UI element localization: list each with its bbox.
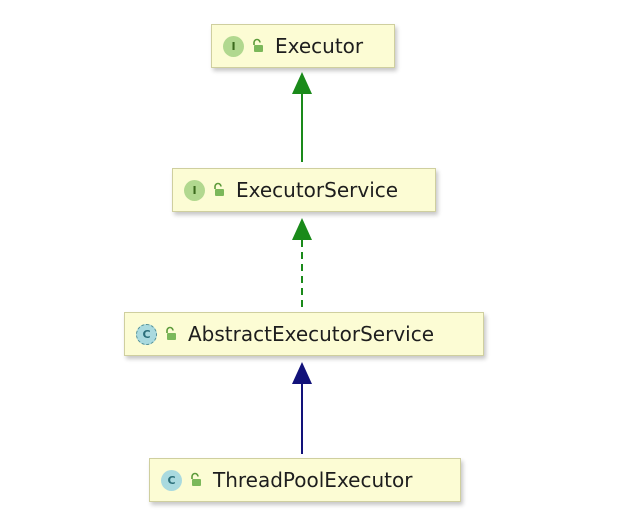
node-label: ThreadPoolExecutor <box>213 468 413 492</box>
node-abstract-executor-service[interactable]: C AbstractExecutorService <box>124 312 484 356</box>
unlocked-padlock-icon <box>214 182 224 196</box>
unlocked-padlock-icon <box>191 472 201 486</box>
node-executor-service[interactable]: I ExecutorService <box>172 168 436 212</box>
node-label: Executor <box>275 34 364 58</box>
node-executor[interactable]: I Executor <box>211 24 395 68</box>
unlocked-padlock-icon <box>253 38 263 52</box>
node-label: AbstractExecutorService <box>188 322 435 346</box>
interface-badge-icon: I <box>184 179 205 201</box>
class-badge-icon: C <box>161 469 182 491</box>
edge-threadpoolexecutor-to-abstractexecutorservice <box>292 362 312 454</box>
edge-executorservice-to-executor <box>292 72 312 162</box>
edge-abstractexecutorservice-to-executorservice <box>292 218 312 307</box>
unlocked-padlock-icon <box>166 326 176 340</box>
interface-badge-icon: I <box>223 35 244 57</box>
abstract-class-badge-icon: C <box>136 323 157 345</box>
node-label: ExecutorService <box>236 178 399 202</box>
node-thread-pool-executor[interactable]: C ThreadPoolExecutor <box>149 458 461 502</box>
